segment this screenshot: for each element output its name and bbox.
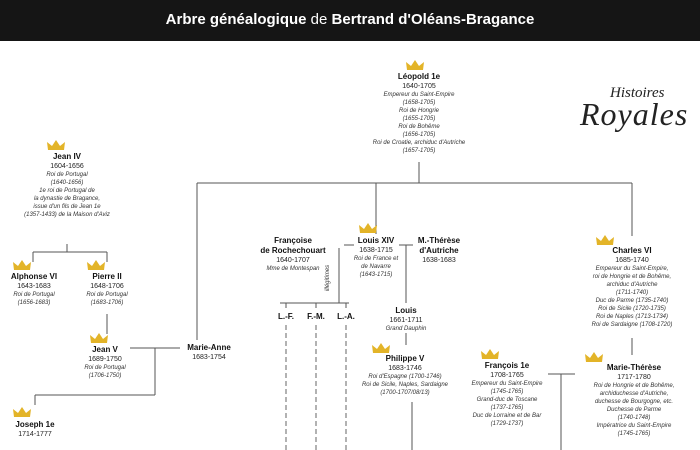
person-pierre-ii: Pierre II 1648-1706 Roi de Portugal(1683… xyxy=(86,272,128,306)
crown-icon xyxy=(585,352,603,362)
person-l-a: L.-A. xyxy=(337,312,355,321)
person-alphonse-vi: Alphonse VI 1643-1683 Roi de Portugal(16… xyxy=(10,272,58,306)
page-title: Arbre généalogique de Bertrand d'Oléans-… xyxy=(165,11,535,28)
crown-icon xyxy=(47,140,65,150)
person-leopold-1e: Léopold 1e 1640-1705 Empereur du Saint-E… xyxy=(372,72,466,154)
person-philippe-v: Philippe V 1683-1746 Roi d'Espagne (1700… xyxy=(361,354,449,396)
crown-icon xyxy=(481,349,499,359)
crown-icon xyxy=(359,223,377,233)
person-f-m: F.-M. xyxy=(307,312,325,321)
crown-icon xyxy=(13,407,31,417)
crown-icon xyxy=(372,343,390,353)
crown-icon xyxy=(13,260,31,270)
title-bar xyxy=(0,0,700,41)
person-jean-iv: Jean IV 1604-1656 Roi de Portugal(1640-1… xyxy=(24,152,110,218)
person-francois-1e: François 1e 1708-1765 Empereur du Saint-… xyxy=(471,361,543,427)
crown-icon xyxy=(90,333,108,343)
person-marie-anne: Marie-Anne 1683-1754 xyxy=(187,343,231,361)
person-louis-grand-dauphin: Louis 1661-1711 Grand Dauphin xyxy=(385,306,427,332)
person-marie-therese: Marie-Thérèse 1717-1780 Roi de Hongrie e… xyxy=(593,363,675,437)
person-joseph-1e: Joseph 1e 1714-1777 xyxy=(15,420,55,438)
crown-icon xyxy=(87,260,105,270)
person-m-therese-d-autriche: M.-Thérèse d'Autriche 1638-1683 xyxy=(417,236,461,264)
crown-icon xyxy=(406,60,424,70)
crown-icon xyxy=(596,235,614,245)
person-charles-vi: Charles VI 1685-1740 Empereur du Saint-E… xyxy=(591,246,673,328)
illegitimes-label: illégitimes xyxy=(325,264,332,292)
person-l-f: L.-F. xyxy=(278,312,294,321)
person-jean-v: Jean V 1689-1750 Roi de Portugal(1706-17… xyxy=(84,345,126,379)
histoires-royales-logo: Histoires Royales xyxy=(580,85,689,132)
person-francoise-de-rochechouart: Françoise de Rochechouart 1640-1707 Mme … xyxy=(260,236,326,272)
